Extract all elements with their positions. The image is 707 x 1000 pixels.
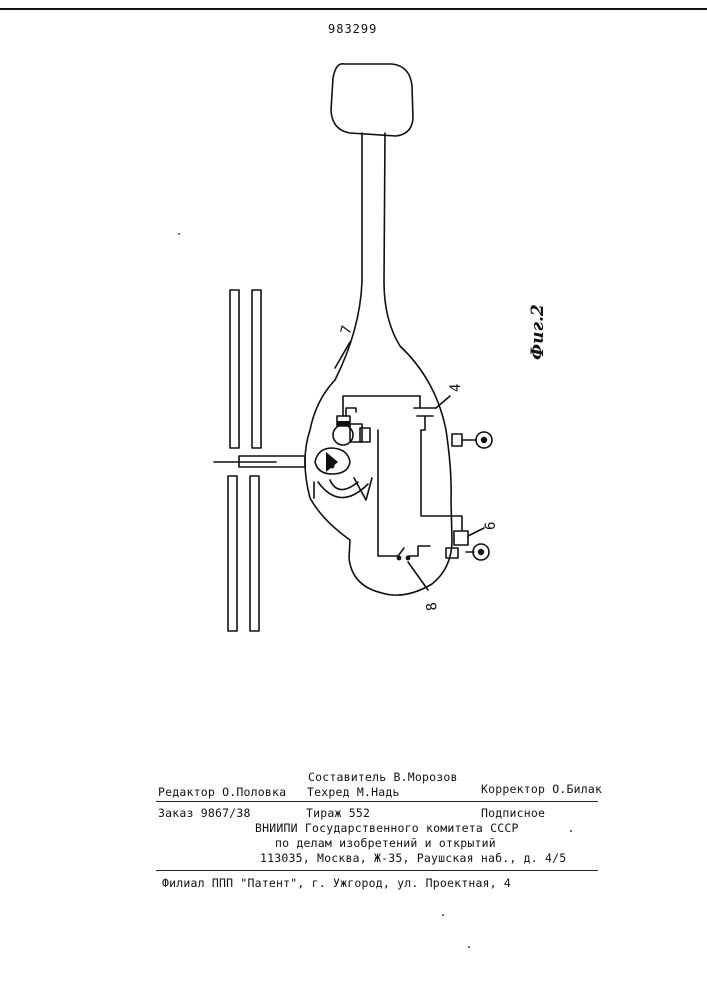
imprint-editor: Редактор О.Половка: [158, 785, 286, 799]
imprint-branch: Филиал ППП "Патент", г. Ужгород, ул. Про…: [162, 876, 511, 890]
rotor-blade-upper-left: [230, 290, 239, 448]
imprint-order: Заказ 9867/38: [158, 806, 251, 820]
gear-filled-segment: [326, 452, 338, 472]
scan-speck: [178, 233, 180, 235]
imprint-compiler: Составитель В.Морозов: [308, 770, 458, 784]
imprint-address: 113035, Москва, Ж-35, Раушская наб., д. …: [260, 851, 566, 865]
imprint-techred: Техред М.Надь: [307, 785, 400, 799]
scan-speck: [468, 946, 470, 948]
imprint-subscription: Подписное: [481, 806, 545, 820]
imprint-corrector: Корректор О.Билак: [481, 782, 602, 796]
imprint-org-line2: по делам изобретений и открытий: [275, 836, 496, 850]
figure-label-6: 6: [483, 522, 499, 530]
imprint-rule-bottom: [156, 870, 598, 871]
rotor-blade-upper-right: [252, 290, 261, 448]
scan-speck: [570, 830, 572, 832]
figure-label-4: 4: [448, 384, 464, 392]
scan-speck: [442, 914, 444, 916]
imprint-org-line1: ВНИИПИ Государственного комитета СССР: [255, 821, 519, 835]
imprint-rule-top: [156, 801, 598, 802]
rotor-blade-lower-left: [228, 476, 237, 631]
imprint-circulation: Тираж 552: [306, 806, 370, 820]
tail-end-bulb: [331, 64, 413, 136]
rotor-blade-lower-right: [250, 476, 259, 631]
figure-caption: Фиг.2: [528, 304, 548, 360]
